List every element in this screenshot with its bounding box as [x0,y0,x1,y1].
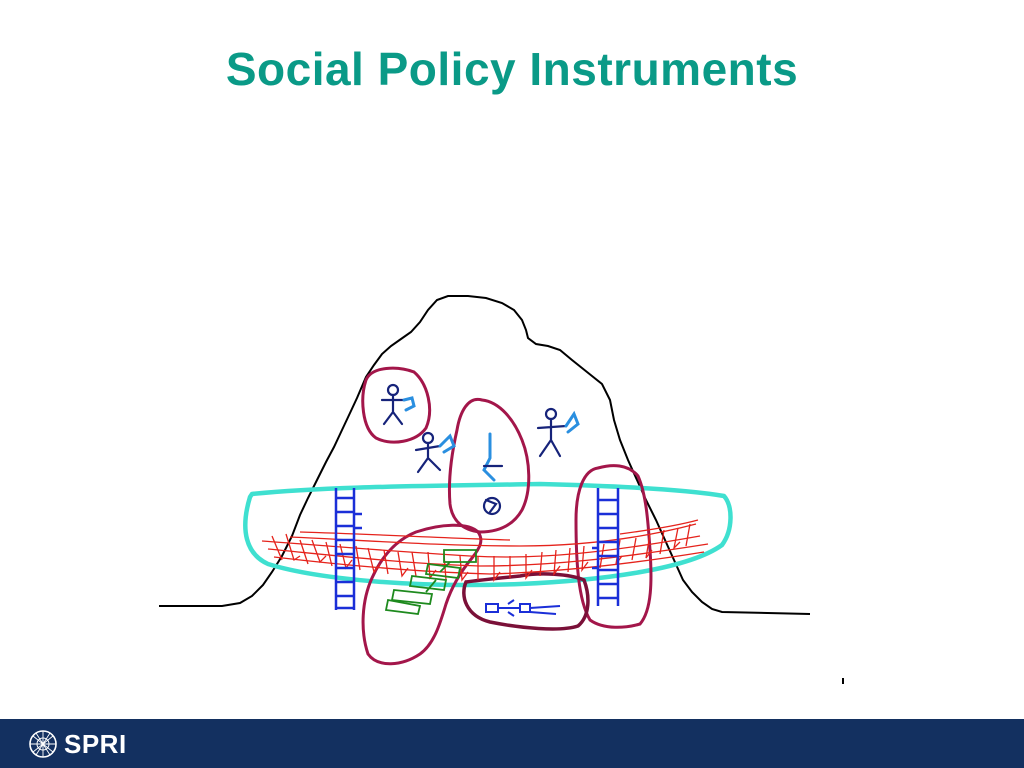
fallen-figure [485,599,561,617]
loop-right [574,464,653,629]
crimson-loops [361,366,653,666]
spri-logo: SPRI [28,729,127,759]
loop-bottom-left [361,523,483,666]
figure-top-left [380,383,416,426]
ladder-right [592,488,620,606]
figure-center [482,432,504,516]
loop-top-left [361,366,432,444]
slide-title: Social Policy Instruments [225,43,799,95]
turquoise-ring [243,481,733,588]
loop-bottom-center [462,572,590,631]
mountain-sketch [159,295,844,684]
ladder-left [334,488,362,610]
figure-top-right [536,407,580,458]
figure-mid-left [414,431,456,474]
loop-center [448,397,531,534]
footer-bar: SPRI [0,719,1024,768]
brand-name: SPRI [64,728,127,759]
green-figure [384,549,477,615]
globe-network-icon [29,730,57,758]
